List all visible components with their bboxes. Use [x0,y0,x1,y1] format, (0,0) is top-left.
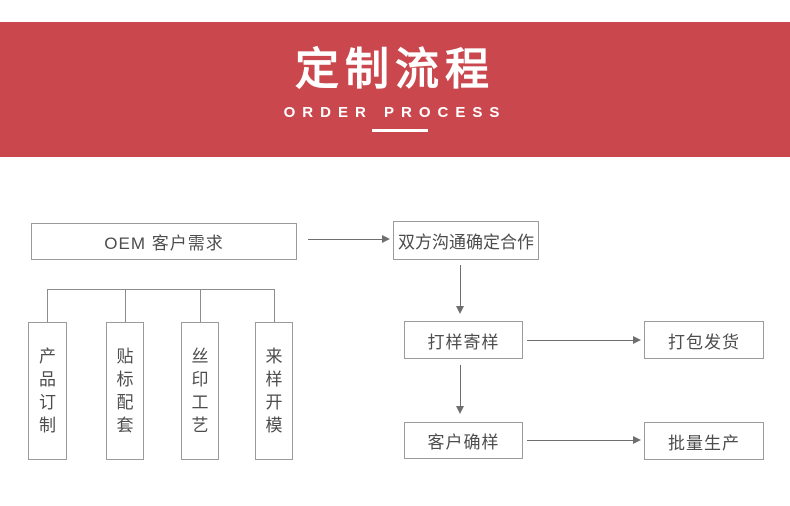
branch-tree-stub-line [274,290,275,322]
arrow-down-icon [456,365,464,414]
flow-node-labeling-matching: 贴标配套 [106,322,144,460]
branch-tree-stub-line [47,290,48,322]
flow-node-label: 打包发货 [668,332,740,352]
flow-node-label: 批量生产 [668,433,740,453]
flow-node-label: 打样寄样 [427,332,500,352]
flow-node-customer-confirm: 客户确样 [404,422,523,459]
arrow-down-icon [456,265,464,314]
flow-node-pack-ship: 打包发货 [644,321,764,359]
flow-node-mass-production: 批量生产 [644,422,764,460]
flow-node-label: 双方沟通确定合作 [398,233,534,252]
flow-node-label: 来样开模 [265,347,283,435]
flow-node-negotiate: 双方沟通确定合作 [393,221,539,260]
arrow-right-icon [527,436,641,444]
flow-node-label: 贴标配套 [116,347,134,435]
flow-node-sample-molding: 来样开模 [255,322,293,460]
branch-tree-stub-line [200,290,201,322]
flow-node-label: 丝印工艺 [191,347,209,435]
flow-node-oem-requirement: OEM 客户需求 [31,223,297,260]
flow-node-label: 产品订制 [39,347,56,435]
branch-tree-horizontal-line [47,289,275,290]
page-subtitle: ORDER PROCESS [283,104,507,121]
flow-node-label: 客户确样 [427,433,500,452]
header-banner: 定制流程 ORDER PROCESS [0,22,790,157]
page-title: 定制流程 [295,45,495,94]
branch-tree-stub-line [125,290,126,322]
flow-node-silkscreen-process: 丝印工艺 [181,322,219,460]
title-underline [372,129,428,132]
flow-node-sampling: 打样寄样 [404,321,523,359]
arrow-right-icon [527,336,641,344]
arrow-right-icon [308,235,390,243]
flow-node-label: OEM 客户需求 [104,234,224,253]
flow-node-product-customization: 产品订制 [28,322,67,460]
